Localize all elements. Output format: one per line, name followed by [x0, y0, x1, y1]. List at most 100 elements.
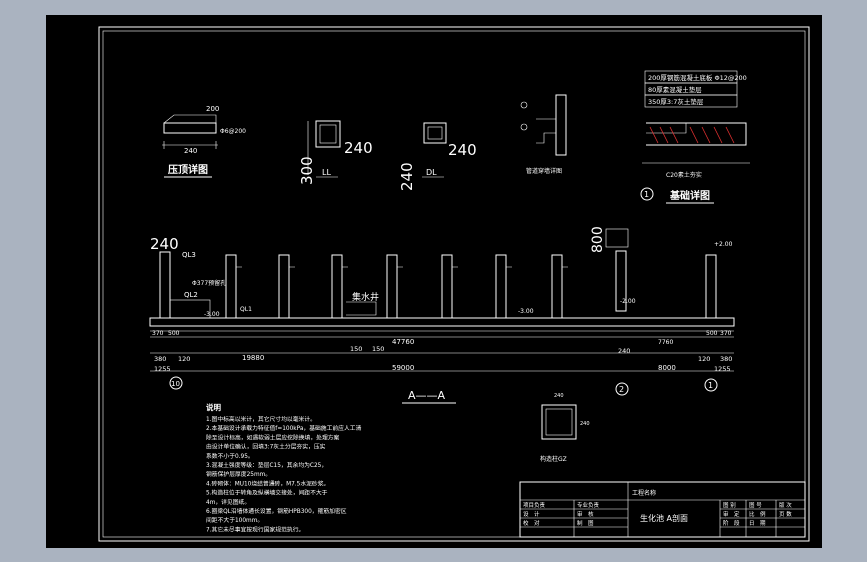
- note-line: 间距不大于100mm。: [206, 516, 263, 524]
- tb-col-c: 版 次: [779, 501, 792, 509]
- dim-150a: 150: [350, 345, 362, 353]
- dim-total: 47760: [392, 338, 414, 346]
- dim-380-right: 380: [720, 355, 732, 363]
- dim-8000: 8000: [658, 364, 676, 372]
- foundation-number: 1: [644, 190, 649, 199]
- left-wall: [159, 251, 171, 319]
- column-dim-a: 240: [554, 393, 564, 399]
- notes: 说明 1.图中标高以米计，其它尺寸均以毫米计。2.本基础设计承载力特征值f=10…: [206, 402, 362, 533]
- axis-2: 2: [619, 385, 624, 394]
- dim-19880: 19880: [242, 354, 264, 362]
- tb-drawing-name: 生化池 A剖面: [640, 513, 688, 523]
- dim-500-left: 500: [168, 330, 180, 337]
- foundation-title: 基础详图: [669, 189, 710, 202]
- elev-mid: -2.00: [620, 298, 636, 305]
- note-line: 钢筋保护层厚度25mm。: [206, 470, 271, 478]
- coping-dim-top: 200: [206, 105, 219, 113]
- tb-professional: 专业负责: [577, 501, 600, 509]
- section-aa: 集水井 240 800 QL3 QL2 QL1 Φ377预留孔 -3.00 -2…: [149, 226, 735, 404]
- note-line: 4m，详见图纸。: [206, 498, 250, 506]
- pipe-note: Φ377预留孔: [192, 279, 226, 287]
- dl-dim-h: 240: [398, 162, 416, 191]
- foundation-note-1: 200厚钢筋混凝土底板 Φ12@200: [648, 73, 747, 82]
- dim-59000: 59000: [392, 364, 414, 372]
- ql2: QL2: [184, 291, 198, 299]
- partition-walls: [225, 254, 563, 319]
- foundation-detail: 200厚钢筋混凝土底板 Φ12@200 80厚素混凝土垫层 350厚3:7灰土垫…: [640, 70, 750, 204]
- tb-col-d: 页 数: [779, 510, 792, 518]
- tb-col-a: 图 别: [723, 501, 736, 509]
- right-wall: [705, 254, 717, 319]
- collect-well: 集水井: [352, 291, 379, 303]
- axis-1: 1: [708, 381, 713, 390]
- small-detail-label: 管道穿墙详图: [526, 167, 562, 175]
- dl-label: DL: [426, 168, 437, 177]
- right-inner-wall: [615, 250, 627, 312]
- tb-col-b: 图 号: [749, 501, 762, 509]
- elev-left: -3.00: [204, 311, 220, 318]
- ll-dim-w: 240: [344, 139, 373, 157]
- dim-7760: 7760: [658, 339, 673, 346]
- dim-380-left: 380: [154, 355, 166, 363]
- dim-120-left: 120: [178, 355, 190, 363]
- tb-design: 设 计: [523, 510, 540, 518]
- inner-frame: [98, 26, 810, 542]
- tb-stage: 阶 段: [723, 519, 740, 527]
- ql1: QL1: [240, 306, 252, 313]
- dim-370-left: 370: [152, 330, 164, 337]
- cad-drawing: 240 200 Φ6@200 压顶详图 300 240 LL 240 240 D…: [98, 26, 810, 542]
- ll-detail: 300 240 LL: [298, 120, 373, 185]
- tb-review: 审 核: [577, 510, 594, 518]
- ll-dim-h: 300: [298, 156, 316, 185]
- coping-detail: 240 200 Φ6@200 压顶详图: [162, 105, 246, 178]
- note-line: 7.其它未尽事宜按现行国家规范执行。: [206, 525, 304, 533]
- foundation-note-3: 350厚3:7灰土垫层: [648, 97, 704, 106]
- dl-detail: 240 240 DL: [398, 122, 477, 191]
- note-line: 5.构造柱位于转角及纵横墙交接处，间距不大于: [206, 489, 328, 497]
- coping-rebar: Φ6@200: [220, 128, 246, 135]
- ql3: QL3: [182, 251, 196, 259]
- tb-date: 日 期: [749, 520, 766, 527]
- tb-scale: 比 例: [749, 510, 766, 518]
- dl-dim-w: 240: [448, 141, 477, 159]
- note-line: 由设计单位确认，回填3:7灰土分层夯实，压实: [206, 443, 326, 451]
- note-line: 除至设计标高，如遇软弱土层应挖除换填，处理方案: [206, 433, 340, 441]
- tb-approve: 审 定: [723, 510, 740, 518]
- dim-370-right: 370: [720, 330, 732, 337]
- tb-check: 校 对: [523, 519, 540, 527]
- elev-top: +2.00: [714, 241, 733, 248]
- dim-120-right: 120: [698, 355, 710, 363]
- tb-project-leader: 项目负责: [523, 501, 546, 509]
- notes-heading: 说明: [206, 402, 221, 412]
- note-line: 6.圈梁QL沿墙体通长设置，钢筋HPB300，箍筋加密区: [206, 507, 347, 515]
- ll-label: LL: [322, 168, 331, 177]
- coping-title: 压顶详图: [168, 163, 208, 176]
- tb-draw: 制 图: [577, 519, 594, 527]
- axis-10: 10: [171, 380, 180, 388]
- note-line: 系数不小于0.95。: [206, 452, 254, 460]
- dim-240-left: 240: [150, 235, 179, 253]
- title-block: 工程名称 生化池 A剖面 项目负责 设 计 校 对 专业负责 审 核 制 图 图…: [519, 481, 806, 538]
- dim-1255-right: 1255: [714, 365, 731, 373]
- dim-240-mid: 240: [618, 347, 630, 355]
- column-detail: 240 240 构造柱GZ: [540, 393, 590, 463]
- foundation-note-2: 80厚素混凝土垫层: [648, 85, 702, 94]
- inner-frame-2: [102, 30, 806, 538]
- tb-project-label: 工程名称: [632, 489, 656, 497]
- drawing-canvas: 240 200 Φ6@200 压顶详图 300 240 LL 240 240 D…: [46, 15, 822, 548]
- dim-500-right: 500: [706, 330, 718, 337]
- column-dim-b: 240: [580, 421, 590, 427]
- foundation-bottom: C20素土夯实: [666, 171, 702, 179]
- note-line: 4.砖砌体：MU10烧结普通砖，M7.5水泥砂浆。: [206, 479, 329, 487]
- coping-width: 240: [184, 147, 197, 155]
- elev-right: -3.00: [518, 308, 534, 315]
- pipe-detail: 管道穿墙详图: [520, 94, 567, 175]
- dim-150b: 150: [372, 345, 384, 353]
- section-title: A——A: [408, 389, 446, 402]
- note-line: 1.图中标高以米计，其它尺寸均以毫米计。: [206, 415, 316, 423]
- note-line: 2.本基础设计承载力特征值f=100kPa，基础施工前应人工清: [206, 424, 362, 432]
- base-slab: [149, 317, 735, 327]
- column-label: 构造柱GZ: [540, 455, 567, 463]
- dim-1255-left: 1255: [154, 365, 171, 373]
- note-line: 3.混凝土强度等级：垫层C15，其余均为C25，: [206, 461, 327, 469]
